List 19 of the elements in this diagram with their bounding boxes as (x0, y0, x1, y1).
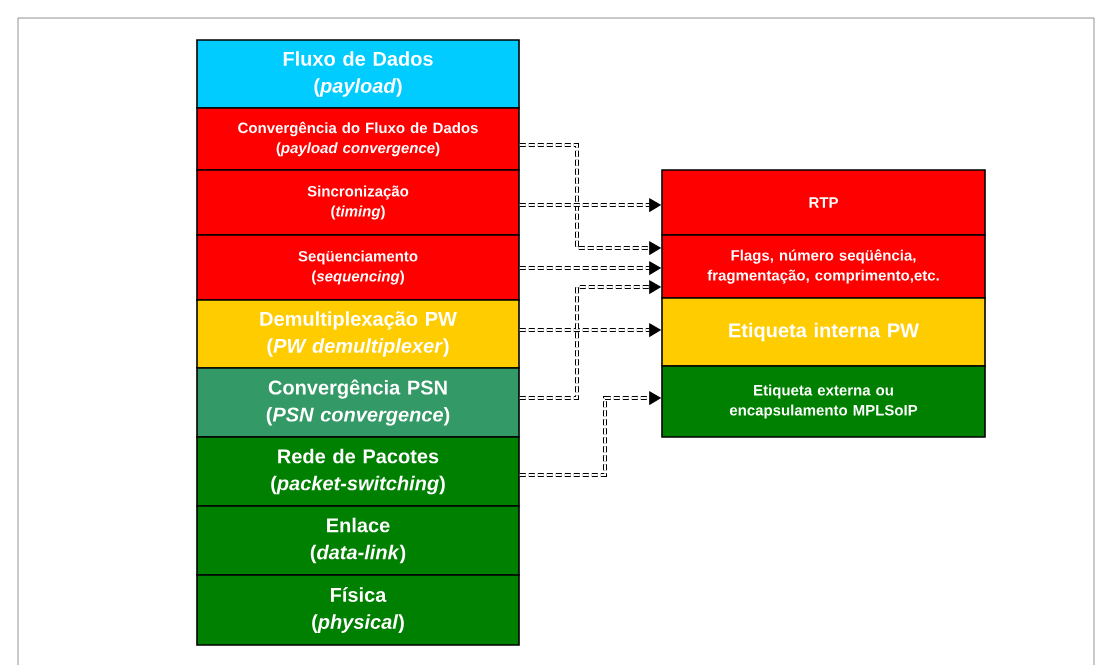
layer-box: Convergência PSN (PSN convergence) (196, 367, 520, 438)
layer-box: Sincronização (timing) (196, 169, 520, 236)
layer-box: Física (physical) (196, 574, 520, 646)
layer-box: Seqüenciamento (sequencing) (196, 234, 520, 301)
arrow (518, 280, 661, 400)
layer-box: Rede de Pacotes (packet-switching) (196, 436, 520, 507)
layer-box: Fluxo de Dados (payload) (196, 39, 520, 109)
arrow (518, 261, 661, 275)
header-field-box: RTP (661, 169, 986, 236)
layer-box: Convergência do Fluxo de Dados (payload convergence) (196, 107, 520, 171)
arrow (518, 323, 661, 337)
arrow (518, 198, 661, 212)
layer-box: Demultiplexação PW (PW demultiplexer) (196, 299, 520, 369)
arrow (518, 391, 661, 477)
arrow (518, 143, 661, 255)
header-field-box: Etiqueta interna PW (661, 297, 986, 367)
header-field-box: Etiqueta externa ou encapsulamento MPLSoIP (661, 365, 986, 438)
layer-box: Enlace (data-link) (196, 505, 520, 576)
header-field-box: Flags, número seqüência, fragmentação, comprimento,etc. (661, 234, 986, 299)
